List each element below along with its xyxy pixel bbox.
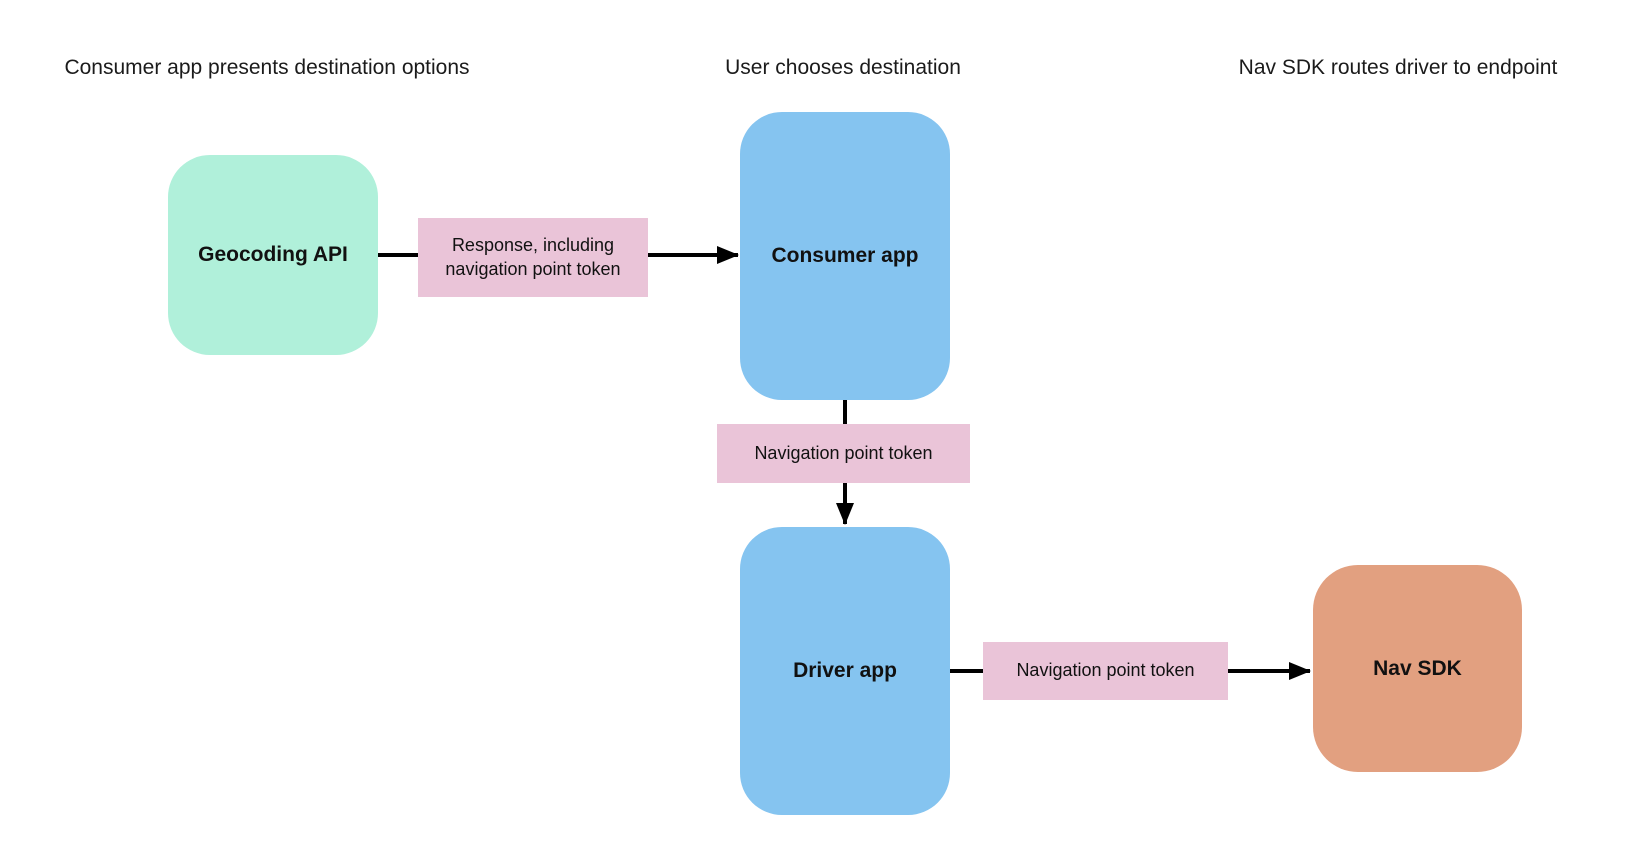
edge-label-navigation-point-token-vertical: Navigation point token xyxy=(717,424,970,483)
edge-label-response-including-token: Response, including navigation point tok… xyxy=(418,218,648,297)
node-geocoding-api: Geocoding API xyxy=(168,155,378,355)
node-consumer-app-label: Consumer app xyxy=(771,244,919,267)
node-nav-sdk: Nav SDK xyxy=(1313,565,1522,772)
stage-header-consumer-presents-options: Consumer app presents destination option… xyxy=(64,56,470,79)
node-driver-app: Driver app xyxy=(740,527,950,815)
node-nav-sdk-label: Nav SDK xyxy=(1373,656,1462,680)
node-driver-app-label: Driver app xyxy=(793,659,897,682)
edge-label-navigation-point-token-horizontal: Navigation point token xyxy=(983,642,1228,700)
node-consumer-app: Consumer app xyxy=(740,112,950,400)
stage-header-nav-sdk-routes-driver: Nav SDK routes driver to endpoint xyxy=(1238,56,1558,79)
node-geocoding-api-label: Geocoding API xyxy=(198,243,348,266)
stage-header-user-chooses-destination: User chooses destination xyxy=(725,56,961,79)
